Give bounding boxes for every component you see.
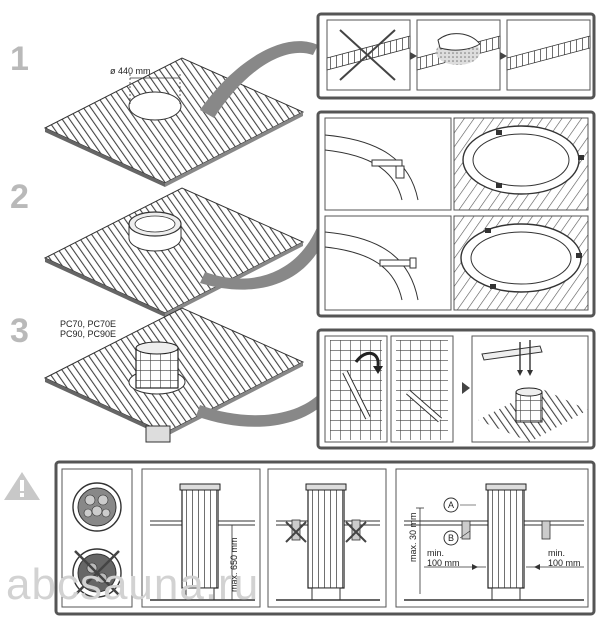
step1-arrow-a xyxy=(410,52,417,60)
max-30-label: max. 30 mm xyxy=(408,512,418,562)
min-right-text: min. xyxy=(548,548,566,558)
warning-subpanel-height xyxy=(141,468,261,608)
step2-collar-ring xyxy=(128,211,182,252)
step3-curved-arrow xyxy=(196,395,324,427)
models-label-2: PC90, PC90E xyxy=(60,329,117,339)
models-label-1: PC70, PC70E xyxy=(60,319,117,329)
step3-arrow xyxy=(462,382,470,394)
step3-subpanel-latch-a xyxy=(324,335,388,443)
step1-arrow-b xyxy=(500,52,507,60)
warning-icon xyxy=(4,472,40,500)
step1-dimension-line xyxy=(129,74,181,104)
watermark: abcsauna.ru xyxy=(6,560,260,609)
warning-subpanel-stones xyxy=(61,468,133,608)
step-number-2: 2 xyxy=(10,178,29,216)
step2-subpanel-bracket-a xyxy=(324,117,452,211)
step3-subpanel-latch-b xyxy=(390,335,454,443)
min-left-value: 100 mm xyxy=(427,558,460,568)
step1-hole xyxy=(128,91,182,121)
step-number-1: 1 xyxy=(10,40,29,78)
min-left-text: min. xyxy=(427,548,445,558)
min-right-label: min. 100 mm xyxy=(548,548,581,568)
step1-subpanel-wrong xyxy=(326,19,411,91)
min-right-value: 100 mm xyxy=(548,558,581,568)
step1-subpanel-done xyxy=(506,19,591,91)
step1-floor-board xyxy=(43,57,305,187)
step1-curved-arrow xyxy=(200,41,318,118)
marker-a: A xyxy=(448,500,455,510)
step2-curved-arrow xyxy=(200,225,328,290)
step2-subpanel-ring-a xyxy=(453,117,589,211)
step2-floor-board xyxy=(43,187,305,317)
min-left-label: min. 100 mm xyxy=(427,548,460,568)
step-number-3: 3 xyxy=(10,312,29,350)
step2-subpanel-bracket-b xyxy=(324,215,452,311)
step1-subpanel-sand xyxy=(416,19,501,91)
warning-subpanel-clearance xyxy=(395,468,589,608)
step3-heater xyxy=(128,341,186,443)
step3-subpanel-fasten xyxy=(471,335,589,443)
step2-subpanel-ring-b xyxy=(453,215,589,311)
marker-b: B xyxy=(448,533,455,543)
diameter-label: ø 440 mm xyxy=(110,66,151,76)
warning-subpanel-wrong-support xyxy=(267,468,387,608)
